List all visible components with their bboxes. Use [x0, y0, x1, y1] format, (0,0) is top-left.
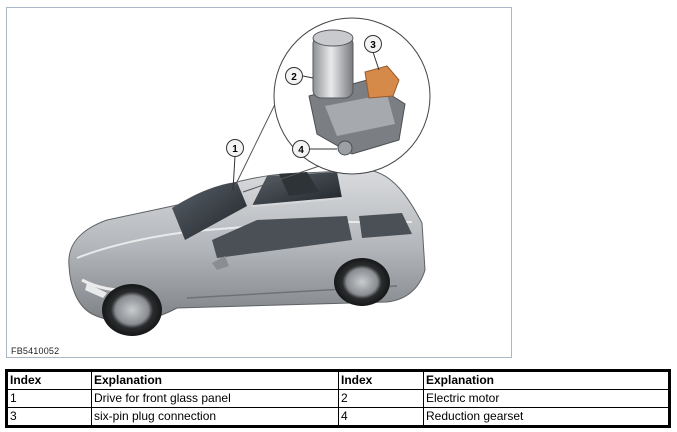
cell-index: 4 [338, 407, 424, 428]
header-index: Index [338, 369, 424, 390]
side-mirror [212, 256, 229, 270]
cell-explanation: Drive for front glass panel [91, 389, 339, 408]
callout-label: 3 [370, 40, 376, 51]
figure-code: FB5410052 [11, 346, 60, 356]
gearset-output [337, 140, 353, 156]
cell-index: 1 [5, 389, 92, 408]
callout-2: 2 [285, 67, 314, 85]
cell-index: 3 [5, 407, 92, 428]
headlight [85, 283, 107, 298]
cell-explanation: six-pin plug connection [91, 407, 339, 428]
legend-header-row: Index Explanation Index Explanation [5, 369, 671, 390]
car-sunroof-drive-illustration: 1 2 3 4 [68, 17, 431, 336]
cell-index: 2 [338, 389, 424, 408]
sunroof-drive-unit [308, 29, 406, 156]
header-index: Index [5, 369, 92, 390]
header-explanation: Explanation [91, 369, 339, 390]
legend-table: Index Explanation Index Explanation 1 Dr… [5, 369, 671, 428]
table-row: 1 Drive for front glass panel 2 Electric… [5, 389, 671, 408]
callout-label: 4 [298, 145, 304, 156]
callout-label: 2 [291, 72, 297, 83]
table-row: 3 six-pin plug connection 4 Reduction ge… [5, 407, 671, 428]
callout-1: 1 [226, 139, 244, 191]
cell-explanation: Electric motor [423, 389, 671, 408]
cell-explanation: Reduction gearset [423, 407, 671, 428]
callout-3: 3 [364, 35, 382, 71]
callout-4: 4 [292, 140, 337, 158]
car-windows [172, 172, 412, 258]
plug-connection [364, 65, 400, 99]
illustration-frame: 1 2 3 4 FB5410052 [6, 7, 512, 358]
header-explanation: Explanation [423, 369, 671, 390]
front-wheel [102, 284, 162, 336]
callout-label: 1 [232, 144, 238, 155]
rear-wheel [334, 258, 390, 306]
